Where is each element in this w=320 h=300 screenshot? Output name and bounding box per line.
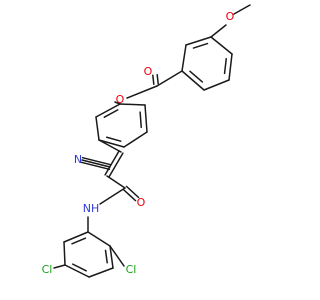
methoxyphenyl-ring-bond <box>181 70 205 91</box>
bond-ester-carbonyl <box>156 74 159 85</box>
bonds <box>53 4 251 278</box>
bond-vinyl-double <box>108 152 124 178</box>
phenylene-ring-bond <box>98 139 125 148</box>
bond-ester-carbon-to-o <box>126 85 158 99</box>
bond-nitrile-triple-center <box>81 159 111 168</box>
bond-methoxy-methyl <box>233 4 251 15</box>
phenylene-ring-bond <box>95 103 121 118</box>
methoxyphenyl-ring-bond <box>185 36 212 46</box>
phenylene-ring-bond-inner <box>106 136 122 142</box>
phenylene-ring-bond <box>119 103 146 106</box>
dichlorophenyl-ring-bond-inner <box>71 237 87 245</box>
bond-nitrile-triple-outer <box>80 161 111 171</box>
dichlorophenyl-ring-bond-inner <box>71 263 87 272</box>
atom-label-nh-amide: NH <box>83 202 100 215</box>
bond-ring-to-cl-right <box>109 245 125 267</box>
bond-ester-carbonyl <box>152 74 155 85</box>
bond-ring-to-ester-carbon <box>156 70 183 87</box>
bond-ring-to-methoxy-o <box>210 24 227 38</box>
atom-label-o-ester: O <box>116 93 125 106</box>
bond-nitrile-triple-outer <box>81 156 112 166</box>
methoxyphenyl-ring-bond-inner <box>223 58 227 75</box>
methoxyphenyl-ring-bond-inner <box>189 70 204 83</box>
phenylene-ring-bond <box>95 116 100 141</box>
methoxyphenyl-ring-bond <box>210 36 233 55</box>
atom-label-o-methoxy: O <box>226 10 235 23</box>
phenylene-ring-bond <box>123 131 148 148</box>
phenylene-ring-bond <box>144 104 148 133</box>
dichlorophenyl-ring-bond <box>87 231 111 247</box>
bond-ring-to-cl-left <box>53 264 66 269</box>
bond-amide-carbon-to-n <box>99 187 126 205</box>
methoxyphenyl-ring-bond-inner <box>192 42 209 49</box>
atom-label-cl-right: Cl <box>126 263 137 276</box>
bond-vinyl-double <box>104 150 120 176</box>
phenylene-ring-bond-inner <box>103 109 119 118</box>
atom-label-cl-left: Cl <box>42 263 53 276</box>
atom-labels: O O O N O NH Cl Cl <box>42 10 235 276</box>
dichlorophenyl-ring-bond <box>88 267 114 278</box>
atom-label-o-amide: O <box>137 196 146 209</box>
dichlorophenyl-ring-bond <box>64 264 90 278</box>
atom-label-n-nitrile: N <box>74 153 82 166</box>
bond-vinyl-to-amide-carbon <box>106 175 126 189</box>
bond-amide-carbonyl <box>122 188 137 202</box>
dichlorophenyl-ring-bond <box>63 241 66 266</box>
molecule-drawing: O O O N O NH Cl Cl <box>42 4 251 278</box>
structure-diagram: O O O N O NH Cl Cl <box>42 4 251 278</box>
dichlorophenyl-ring-bond <box>109 245 114 269</box>
bond-o-to-phenylene <box>114 101 121 105</box>
methoxyphenyl-ring-bond <box>203 79 230 91</box>
atom-label-o-carbonyl-ester: O <box>144 65 153 78</box>
dichlorophenyl-ring-bond-inner <box>104 249 108 264</box>
methoxyphenyl-ring-bond <box>228 53 233 81</box>
bond-amide-carbonyl <box>125 185 140 199</box>
phenylene-ring-bond-inner <box>139 111 142 129</box>
methoxyphenyl-ring-bond <box>181 44 187 72</box>
bond-ring-to-vinyl-ch <box>98 139 122 153</box>
dichlorophenyl-ring-bond <box>63 231 89 243</box>
